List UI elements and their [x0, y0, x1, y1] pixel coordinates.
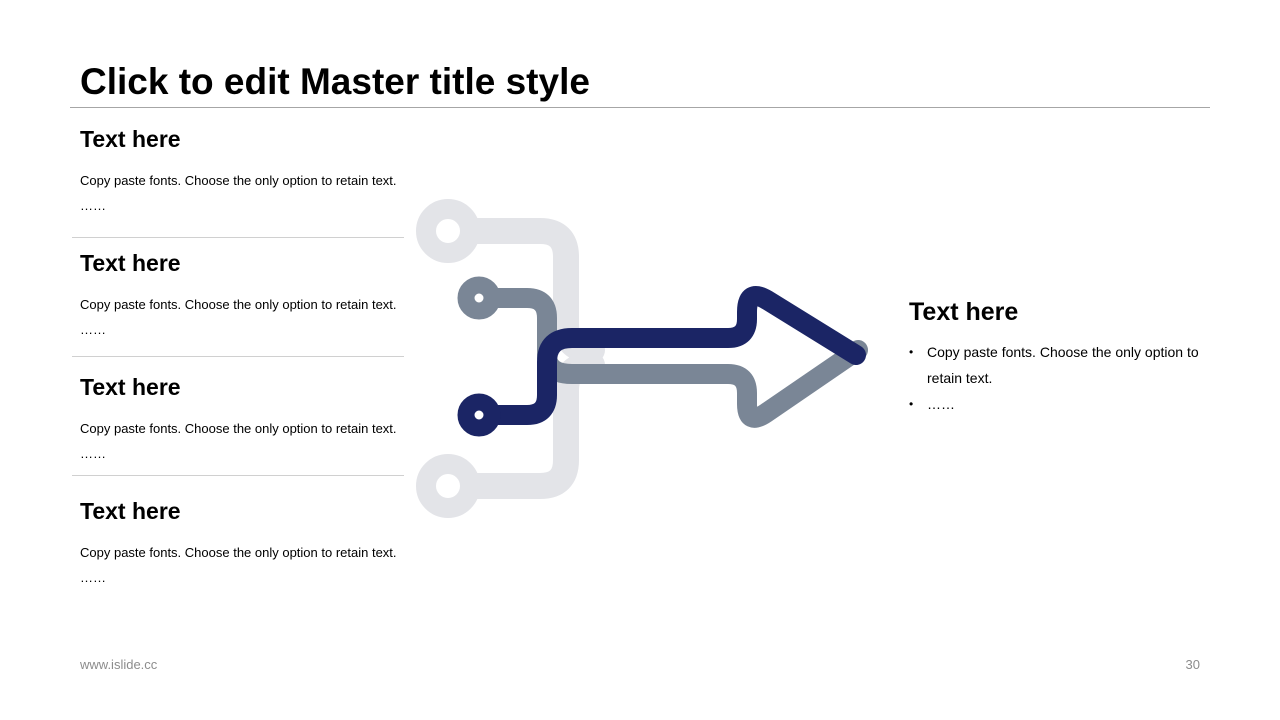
bullet-item: • Copy paste fonts. Choose the only opti…: [909, 339, 1209, 391]
right-text-block[interactable]: Text here • Copy paste fonts. Choose the…: [909, 296, 1209, 417]
navy-path: [469, 286, 866, 425]
item-divider: [72, 356, 404, 357]
right-heading: Text here: [909, 298, 1019, 326]
bullet-text: Copy paste fonts. Choose the only option…: [927, 344, 1199, 386]
item-body-ellipsis: ……: [80, 198, 106, 213]
bullet-marker: •: [909, 397, 914, 411]
item-body: Copy paste fonts. Choose the only option…: [80, 292, 410, 342]
item-heading: Text here: [80, 374, 181, 400]
slate-path: [469, 288, 868, 428]
item-divider: [72, 237, 404, 238]
item-body-line: Copy paste fonts. Choose the only option…: [80, 421, 397, 436]
item-body: Copy paste fonts. Choose the only option…: [80, 540, 410, 590]
slate-node: [457, 276, 501, 320]
title-divider: [70, 107, 1210, 108]
item-body-ellipsis: ……: [80, 322, 106, 337]
item-heading: Text here: [80, 250, 181, 276]
text-item-4[interactable]: Text here Copy paste fonts. Choose the o…: [80, 496, 410, 590]
bullet-list: • Copy paste fonts. Choose the only opti…: [909, 339, 1209, 417]
item-body-ellipsis: ……: [80, 570, 106, 585]
item-body-line: Copy paste fonts. Choose the only option…: [80, 545, 397, 560]
page-number: 30: [1185, 657, 1200, 672]
slide-title[interactable]: Click to edit Master title style: [80, 61, 590, 102]
light-gray-top-node: [416, 199, 480, 263]
item-body: Copy paste fonts. Choose the only option…: [80, 168, 410, 218]
navy-node: [457, 393, 501, 437]
text-item-3[interactable]: Text here Copy paste fonts. Choose the o…: [80, 372, 410, 466]
item-body: Copy paste fonts. Choose the only option…: [80, 416, 410, 466]
footer-website: www.islide.cc: [80, 657, 158, 672]
item-heading: Text here: [80, 498, 181, 524]
bullet-marker: •: [909, 345, 914, 359]
item-body-line: Copy paste fonts. Choose the only option…: [80, 173, 397, 188]
text-item-2[interactable]: Text here Copy paste fonts. Choose the o…: [80, 248, 410, 342]
item-heading: Text here: [80, 126, 181, 152]
bullet-item: • ……: [909, 391, 1209, 417]
item-divider: [72, 475, 404, 476]
item-body-line: Copy paste fonts. Choose the only option…: [80, 297, 397, 312]
item-body-ellipsis: ……: [80, 446, 106, 461]
bullet-text: ……: [927, 396, 955, 412]
light-gray-bottom-node: [416, 454, 480, 518]
text-item-1[interactable]: Text here Copy paste fonts. Choose the o…: [80, 124, 410, 218]
